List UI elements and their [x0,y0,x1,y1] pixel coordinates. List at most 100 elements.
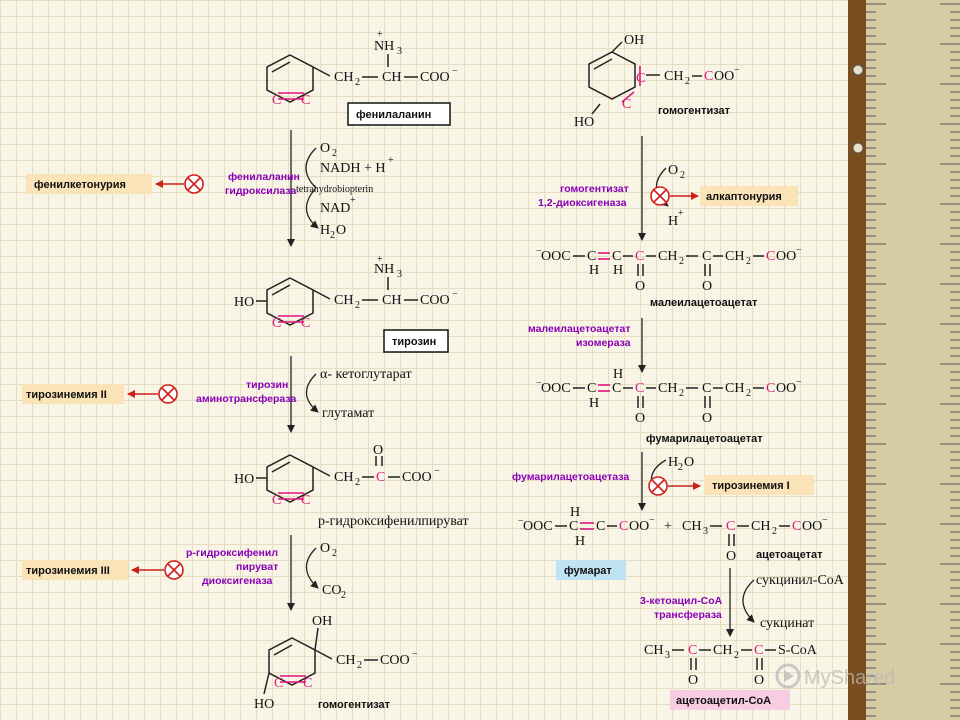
svg-text:+: + [377,254,383,265]
svg-text:−: − [412,649,418,660]
svg-text:C: C [587,381,596,396]
svg-text:2: 2 [680,170,685,181]
nadh-label: NADH + H [320,161,385,176]
svg-text:HO: HO [574,115,594,130]
svg-text:C: C [622,97,631,112]
svg-text:2: 2 [355,300,360,311]
svg-text:C: C [635,381,644,396]
svg-text:C: C [612,249,621,264]
hydroxyphenylpyruvate-label: р-гидроксифенилпируват [318,514,469,529]
enzyme-tyr-aminotransferase: тирозин [246,379,288,391]
svg-text:OO: OO [629,519,649,534]
svg-text:C: C [754,643,763,658]
enzyme-ketoacyl-transferase: 3-кетоацил-CoA [640,595,723,607]
maleylacetoacetate-label: малеилацетоацетат [650,297,758,309]
svg-text:CH: CH [644,643,663,658]
svg-text:OOC: OOC [523,519,553,534]
svg-text:1,2-диоксигеназа: 1,2-диоксигеназа [538,197,627,209]
svg-text:C: C [635,249,644,264]
acetoacetyl-coa-label: ацетоацетил-CoA [676,695,771,707]
svg-text:CH: CH [664,69,683,84]
homogentisate-label-right: гомогентизат [658,105,731,117]
svg-text:2: 2 [678,462,683,473]
svg-text:C: C [726,519,735,534]
phenylalanine-label: фенилаланин [356,109,431,121]
svg-text:C: C [569,519,578,534]
svg-text:O: O [702,411,712,426]
svg-text:CH: CH [725,381,744,396]
svg-text:2: 2 [679,388,684,399]
svg-text:аминотрансфераза: аминотрансфераза [196,393,296,405]
svg-text:O: O [726,549,736,564]
ruler-decoration [848,0,960,720]
svg-text:трансфераза: трансфераза [654,609,722,621]
svg-text:+: + [388,155,394,166]
svg-text:CH: CH [334,70,353,85]
svg-text:пируват: пируват [236,561,278,573]
svg-text:OOC: OOC [541,249,571,264]
svg-text:−: − [649,515,655,526]
svg-text:CH: CH [713,643,732,658]
svg-text:−: − [434,466,440,477]
svg-text:2: 2 [734,650,739,661]
svg-text:H: H [570,505,580,520]
svg-text:−: − [796,377,802,388]
svg-text:C: C [272,316,281,331]
svg-text:O: O [684,455,694,470]
svg-text:изомераза: изомераза [576,337,631,349]
svg-text:C: C [596,519,605,534]
fumarylacetoacetate-label: фумарилацетоацетат [646,433,763,445]
svg-text:C: C [688,643,697,658]
svg-text:H: H [613,367,623,382]
svg-text:H: H [613,263,623,278]
enzyme-maa-isomerase: малеилацетоацетат [528,323,631,335]
svg-text:H: H [575,534,585,549]
svg-text:C: C [636,71,645,86]
svg-text:2: 2 [355,77,360,88]
disease-tyrosinemia-1: тирозинемия I [712,480,790,492]
svg-text:2: 2 [679,256,684,267]
svg-text:C: C [704,69,713,84]
svg-text:CO: CO [322,583,341,598]
svg-text:2: 2 [330,230,335,241]
svg-text:OH: OH [312,614,332,629]
svg-text:2: 2 [341,590,346,601]
svg-text:2: 2 [772,526,777,537]
svg-text:CH: CH [382,70,401,85]
svg-text:COO: COO [402,470,432,485]
svg-text:OOC: OOC [541,381,571,396]
svg-text:OO: OO [776,381,796,396]
svg-text:+: + [377,29,383,40]
svg-text:C: C [301,93,310,108]
svg-text:−: − [452,66,458,77]
svg-text:O: O [688,673,698,688]
svg-text:H: H [668,455,678,470]
svg-text:C: C [792,519,801,534]
glutamate-label: глутамат [322,406,374,421]
svg-text:CH: CH [658,249,677,264]
svg-text:−: − [452,289,458,300]
disease-tyrosinemia-2: тирозинемия II [26,389,107,401]
svg-text:COO: COO [380,653,410,668]
tyrosine-label: тирозин [392,336,436,348]
svg-text:−: − [518,516,524,527]
svg-text:−: − [822,515,828,526]
svg-text:гидроксилаза: гидроксилаза [225,185,296,197]
svg-text:2: 2 [355,477,360,488]
svg-text:2: 2 [685,76,690,87]
svg-text:2: 2 [746,388,751,399]
disease-tyrosinemia-3: тирозинемия III [26,565,110,577]
svg-text:−: − [536,378,542,389]
homogentisate-label-left: гомогентизат [318,699,391,711]
svg-text:2: 2 [746,256,751,267]
enzyme-faa-hydrolase: фумарилацетоацетаза [512,471,629,483]
svg-text:C: C [274,676,283,691]
svg-text:3: 3 [397,46,402,57]
svg-text:O: O [635,411,645,426]
akg-label: α- кетоглутарат [320,367,412,382]
svg-text:NH: NH [374,262,394,277]
